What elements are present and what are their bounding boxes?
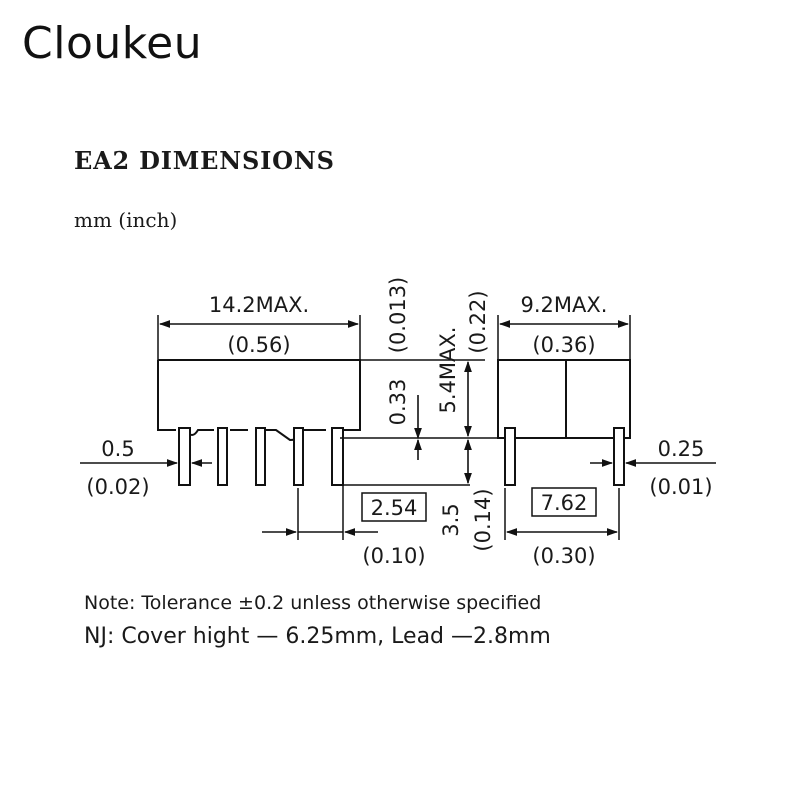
lead-thickness-label: 0.5 xyxy=(101,437,134,461)
row-spacing-label: 7.62 xyxy=(541,491,588,515)
lead-width-label: 0.25 xyxy=(658,437,705,461)
row-spacing-box xyxy=(531,487,597,517)
side-lead-left xyxy=(504,427,516,486)
front-lead-4 xyxy=(293,427,304,486)
standoff-label: 0.33 xyxy=(386,379,410,426)
tolerance-note: Note: Tolerance ±0.2 unless otherwise sp… xyxy=(84,592,542,614)
pitch-box xyxy=(361,492,427,522)
row-spacing-inch-label: (0.30) xyxy=(532,544,595,568)
pitch-inch-label: (0.10) xyxy=(362,544,425,568)
units-label: mm (inch) xyxy=(74,208,178,232)
lead-length-inch-label: (0.14) xyxy=(471,488,495,551)
side-lead-right xyxy=(613,427,625,486)
front-lead-1 xyxy=(178,427,191,486)
front-width-label: 14.2MAX. xyxy=(209,293,309,317)
front-lead-5 xyxy=(331,427,344,486)
nj-note: NJ: Cover hight — 6.25mm, Lead —2.8mm xyxy=(84,624,551,649)
lead-width-inch-label: (0.01) xyxy=(649,475,712,499)
front-width-inch-label: (0.56) xyxy=(227,333,290,357)
side-view-body xyxy=(497,359,631,439)
height-inch-label: (0.22) xyxy=(466,290,490,353)
drawing-title: EA2 DIMENSIONS xyxy=(74,146,335,175)
brand-logo-text: Cloukeu xyxy=(22,18,203,69)
front-lead-3 xyxy=(255,427,266,486)
side-width-label: 9.2MAX. xyxy=(521,293,608,317)
side-width-inch-label: (0.36) xyxy=(532,333,595,357)
standoff-inch-label: (0.013) xyxy=(386,277,410,354)
height-label: 5.4MAX. xyxy=(436,327,460,414)
lead-thickness-inch-label: (0.02) xyxy=(86,475,149,499)
lead-length-label: 3.5 xyxy=(439,503,463,536)
pitch-label: 2.54 xyxy=(371,496,418,520)
front-lead-2 xyxy=(217,427,228,486)
